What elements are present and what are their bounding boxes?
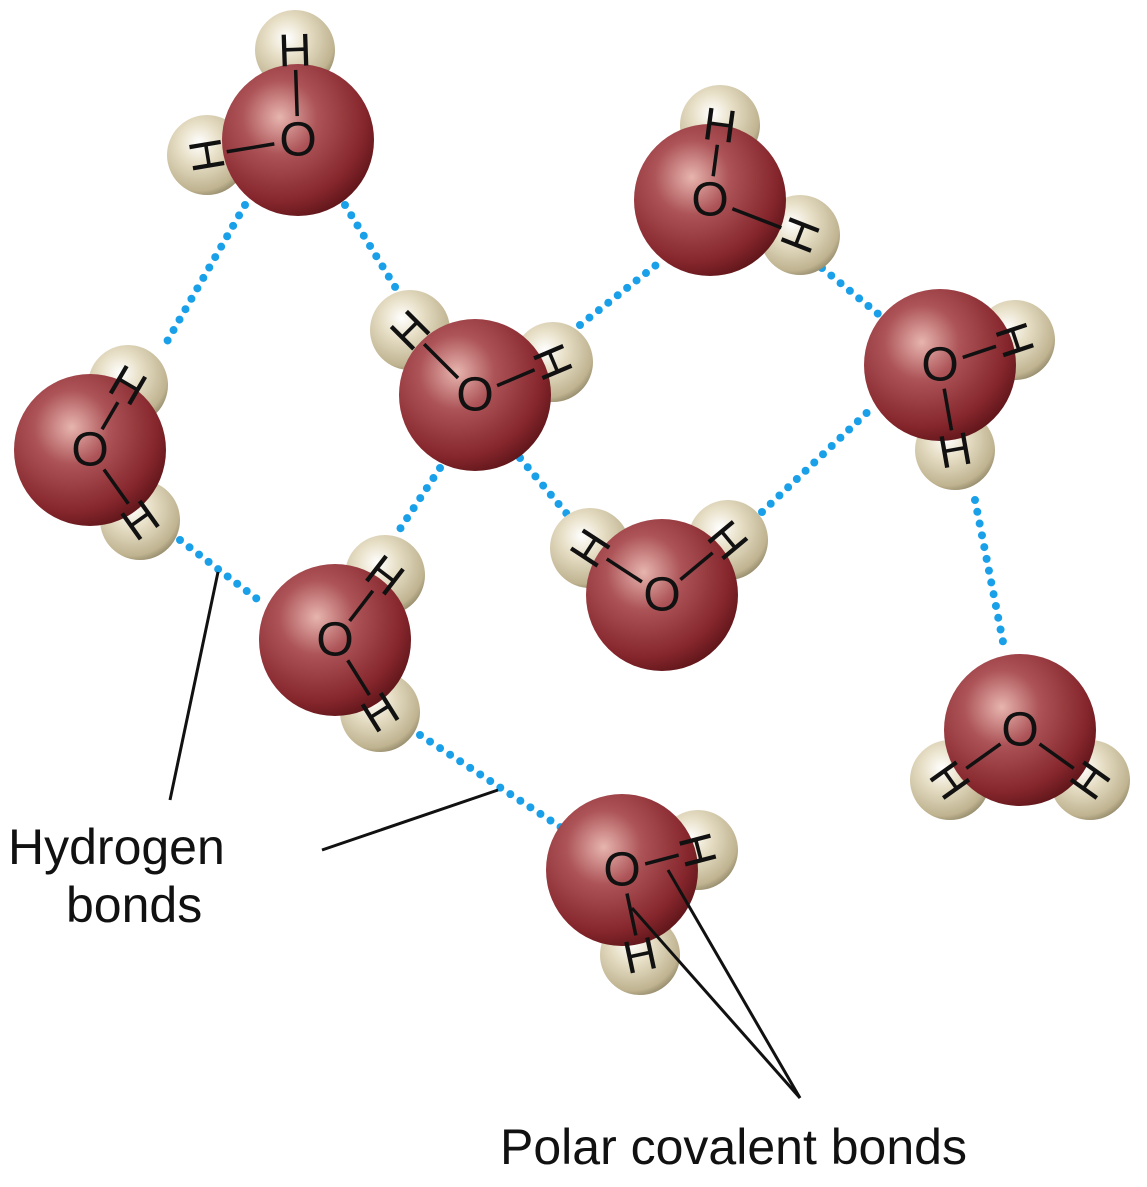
oxygen-symbol: O [1001, 704, 1038, 757]
covalent-bond-line [102, 468, 130, 505]
covalent-bond-line [731, 207, 782, 230]
hydrogen-bond-2 [341, 201, 404, 299]
oxygen-symbol: O [921, 339, 958, 392]
hydrogen-bond-1 [161, 201, 249, 349]
oxygen-atom [259, 564, 411, 716]
oxygen-symbol: O [643, 569, 680, 622]
polar-bonds-pointer-2 [630, 907, 802, 1099]
oxygen-atom [222, 64, 374, 216]
hydrogen-bond-5 [176, 536, 269, 609]
water-molecule-9: HHO [546, 794, 738, 995]
covalent-bond-line [422, 342, 460, 380]
covalent-bond-line [711, 144, 720, 177]
covalent-bond-line [346, 659, 371, 696]
water-molecule-5: HHO [864, 289, 1055, 490]
oxygen-atom [634, 124, 786, 276]
covalent-bond-line [226, 142, 275, 154]
water-molecule-3: HHO [14, 345, 180, 560]
covalent-bond-line [962, 344, 997, 360]
hydrogen-bond-3 [576, 258, 664, 329]
oxygen-atom [546, 794, 698, 946]
hydrogen-bond-8 [758, 401, 879, 516]
oxygen-atom [586, 519, 738, 671]
covalent-bond-line [942, 388, 954, 431]
hydrogen-symbol: H [278, 23, 313, 76]
covalent-bond-line [348, 589, 375, 623]
hydrogen-bond-7 [516, 454, 576, 524]
hydrogen-bond-4 [818, 264, 892, 326]
covalent-bond-line [293, 69, 299, 117]
polar-bonds-pointer-1 [666, 869, 802, 1099]
water-molecule-6: HHO [259, 535, 425, 752]
oxygen-symbol: O [603, 844, 640, 897]
oxygen-symbol: O [279, 114, 316, 167]
hydrogen-bond-10 [416, 731, 569, 834]
polar-covalent-bonds-label: Polar covalent bonds [500, 1119, 967, 1175]
oxygen-symbol: O [316, 614, 353, 667]
hydrogen-bonds-label: Hydrogen bonds [8, 818, 308, 934]
covalent-bond-line [605, 557, 643, 584]
oxygen-symbol: O [71, 424, 108, 477]
hydrogen-bonds-label-line1: Hydrogen [8, 819, 225, 875]
water-molecule-4: HHO [370, 290, 593, 471]
covalent-bond-line [679, 551, 714, 581]
covalent-bond-line [625, 893, 638, 936]
covalent-bond-line [644, 853, 680, 866]
oxygen-atom [14, 374, 166, 526]
hydrogen-bond-6 [394, 464, 444, 536]
hydrogen-bonds-pointer-2 [321, 788, 499, 852]
covalent-bond-line [100, 401, 120, 431]
hydrogen-bonds-layer [161, 201, 1009, 834]
hydrogen-bonds-label-line2: bonds [66, 877, 203, 933]
covalent-bond-line [496, 368, 536, 388]
covalent-bond-line [1038, 742, 1075, 770]
oxygen-atom [864, 289, 1016, 441]
hydrogen-bond-9 [971, 496, 1009, 656]
label-pointers-layer [168, 571, 802, 1099]
oxygen-symbol: O [691, 174, 728, 227]
water-molecule-2: HHO [634, 85, 840, 276]
hydrogen-bonds-pointer-1 [168, 571, 220, 801]
oxygen-symbol: O [456, 369, 493, 422]
covalent-bond-line [965, 742, 1002, 770]
oxygen-atom [944, 654, 1096, 806]
hydrogen-symbol: H [700, 97, 740, 153]
